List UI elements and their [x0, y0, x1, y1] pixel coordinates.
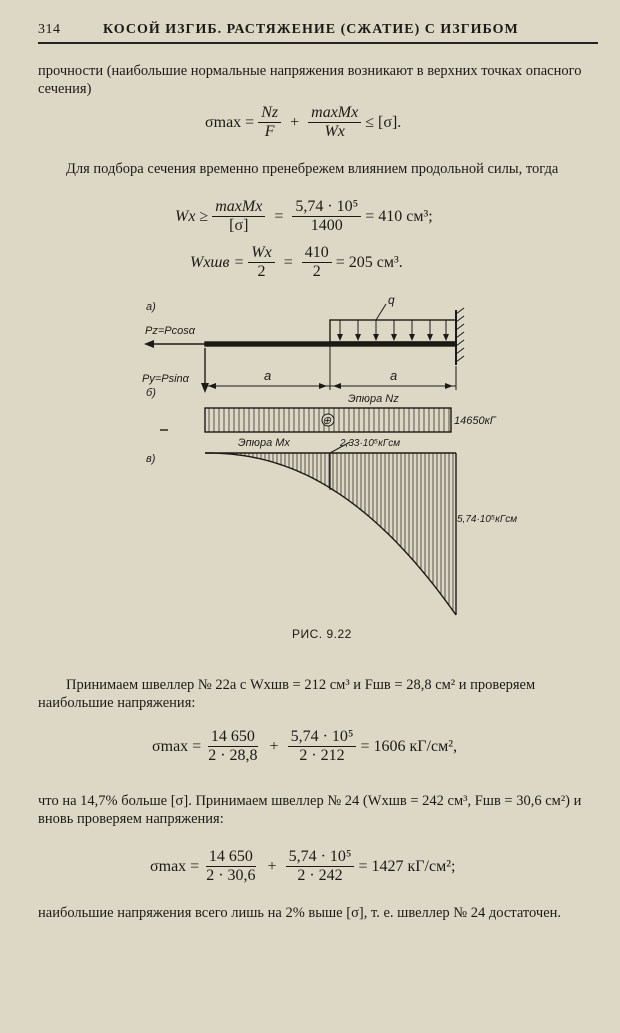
mx-title: Эпюра Mx	[238, 437, 290, 449]
eq2-num1: maxMx	[212, 198, 266, 217]
page-number: 314	[38, 22, 61, 37]
eq4-num1: 14 650	[207, 728, 258, 747]
label-c: в)	[146, 453, 156, 465]
chapter-title: КОСОЙ ИЗГИБ. РАСТЯЖЕНИЕ (СЖАТИЕ) С ИЗГИБ…	[103, 22, 519, 37]
eq3-den1: 2	[257, 263, 266, 280]
paragraph-4: что на 14,7% больше [σ]. Принимаем швелл…	[38, 793, 582, 827]
force-py-label: Py=Psinα	[142, 373, 190, 385]
mx-mid-value: 2,33·10⁵кГсм	[339, 438, 400, 449]
eq5-num1: 14 650	[205, 848, 256, 867]
paragraph-2: Для подбора сечения временно пренебрежем…	[66, 161, 559, 177]
eq2-den1: [σ]	[229, 217, 249, 234]
eq3-lhs: Wxшв =	[190, 253, 245, 271]
eq2-lhs: Wx ≥	[175, 207, 209, 225]
eq1-num1: Nz	[258, 104, 282, 123]
paragraph-5: наибольшие напряжения всего лишь на 2% в…	[38, 905, 562, 921]
force-pz-label: Pz=Pcosα	[145, 325, 196, 337]
label-a: а)	[146, 301, 156, 313]
running-header: 314 КОСОЙ ИЗГИБ. РАСТЯЖЕНИЕ (СЖАТИЕ) С И…	[38, 20, 598, 44]
mx-max-value: 5,74·10⁵кГсм	[457, 514, 517, 525]
eq1-op: +	[290, 113, 300, 131]
eq4-den1: 2 · 28,8	[208, 747, 258, 764]
figure-caption: РИС. 9.22	[292, 627, 352, 641]
nz-title: Эпюра Nz	[348, 393, 399, 405]
eq1-lhs: σmax =	[205, 113, 255, 131]
eq5-den1: 2 · 30,6	[206, 867, 256, 884]
eq4-lhs: σmax =	[152, 737, 202, 755]
eq5-den2: 2 · 242	[297, 867, 343, 884]
distributed-load-box	[329, 319, 457, 343]
eq4-rhs: = 1606 кГ/см²,	[360, 737, 457, 755]
eq2-num2: 5,74 · 10⁵	[292, 198, 362, 217]
nz-diagram	[204, 407, 452, 433]
eq5-lhs: σmax =	[150, 857, 200, 875]
load-q-label: q	[388, 293, 395, 307]
paragraph-3: Принимаем швеллер № 22а с Wxшв = 212 см³…	[38, 677, 536, 711]
eq1-den2: Wx	[324, 123, 345, 140]
nz-value: 14650кГ	[454, 415, 497, 427]
eq1-num2: maxMx	[308, 104, 362, 123]
eq3-eq: =	[283, 253, 293, 271]
nz-hatch	[208, 408, 450, 432]
eq2-eq: =	[274, 207, 284, 225]
dim-a1: a	[264, 368, 271, 383]
eq2-den2: 1400	[310, 217, 343, 234]
wall-hatch	[455, 307, 465, 363]
nz-sign: ⊕	[322, 415, 332, 427]
eq1-den1: F	[264, 123, 275, 140]
eq3-num1: Wx	[248, 244, 275, 263]
mx-curve	[205, 452, 457, 616]
eq5-rhs: = 1427 кГ/см²;	[358, 857, 456, 875]
dim-a2: a	[390, 368, 397, 383]
mx-hatch	[212, 453, 454, 611]
eq1-rel: ≤ [σ].	[365, 113, 402, 131]
q-leader	[375, 303, 387, 321]
eq3-rhs: = 205 см³.	[335, 253, 403, 271]
eq4-num2: 5,74 · 10⁵	[287, 728, 357, 747]
label-b: б)	[146, 387, 156, 399]
paragraph-1: прочности (наибольшие нормальные напряже…	[38, 63, 582, 97]
eq5-op: +	[267, 857, 277, 875]
eq3-num2: 410	[301, 244, 332, 263]
eq2-rhs: = 410 см³;	[365, 207, 433, 225]
eq4-den2: 2 · 212	[299, 747, 345, 764]
eq5-num2: 5,74 · 10⁵	[285, 848, 355, 867]
eq4-op: +	[269, 737, 279, 755]
figure-9-22: а) б) в) Pz=Pcosα Py=Psinα q a a Эпюра N…	[142, 293, 517, 616]
eq3-den2: 2	[312, 263, 321, 280]
